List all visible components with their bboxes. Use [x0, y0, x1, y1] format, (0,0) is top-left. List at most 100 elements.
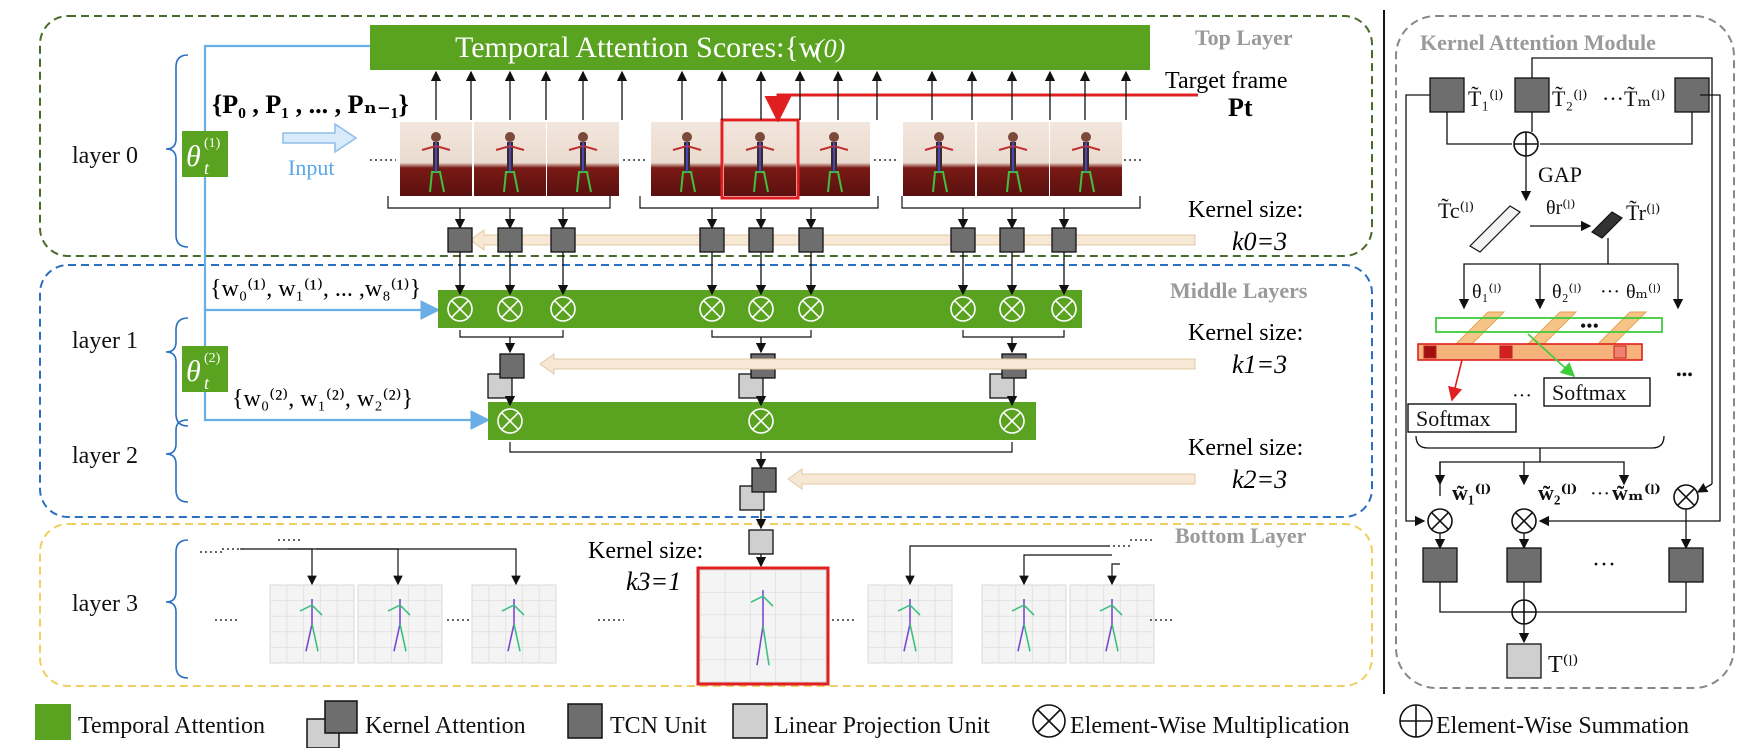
layer1-multiply — [550, 296, 576, 322]
input-label: Input — [288, 155, 334, 180]
kam-branch — [1608, 263, 1684, 310]
kam-multiply-1 — [1427, 508, 1453, 534]
person-head — [934, 132, 944, 142]
multiply-stroke — [501, 300, 519, 318]
pose-leg — [399, 623, 407, 652]
multiply-stroke — [451, 300, 469, 318]
kam-red-cell — [1499, 345, 1513, 359]
theta-1-symbol: θ — [186, 140, 201, 173]
kernel-size-0-value: k0=3 — [1232, 227, 1287, 256]
target-frame-label: Target frame — [1165, 68, 1287, 94]
multiply-stroke — [703, 300, 721, 318]
kam-line — [1439, 582, 1512, 613]
target-frame-highlight — [720, 118, 800, 200]
legend-linear-label: Linear Projection Unit — [774, 713, 990, 739]
multiply-circle — [550, 296, 576, 322]
kam-branch — [1458, 238, 1609, 310]
kam-tr-label: T̃r⁽ˡ⁾ — [1626, 200, 1660, 225]
legend-kernel-label: Kernel Attention — [365, 713, 526, 739]
layer-2-label: layer 2 — [72, 443, 138, 469]
pose-input-arrow — [1107, 563, 1120, 586]
video-frame-7 — [977, 122, 1049, 196]
kam-t1-label: T̃₁⁽ˡ⁾ — [1468, 86, 1504, 111]
kam-softmax-arrow-green — [1527, 333, 1576, 378]
person-head — [682, 132, 692, 142]
middle-layers-box — [39, 264, 1373, 518]
multiply-stroke — [1003, 412, 1021, 430]
kam-tcn-dots: ··· — [1592, 552, 1616, 578]
layer3-projection — [748, 529, 774, 555]
kam-dots-label: ··· — [1602, 86, 1624, 111]
layer1-bracket — [962, 330, 1065, 338]
multiply-stroke — [954, 300, 972, 318]
theta-1-sup: (1) — [204, 136, 221, 151]
theta-1-box — [182, 131, 228, 177]
frame-bracket — [901, 196, 1141, 209]
kam-wdots-label: ··· — [1590, 483, 1610, 505]
layer0-tcn — [1051, 227, 1077, 253]
kernel-size-3-label: Kernel size: — [588, 538, 703, 564]
multiply-circle — [447, 296, 473, 322]
layer0-tcn — [950, 227, 976, 253]
kernel-attention-module: T̃₁⁽ˡ⁾T̃₂⁽ˡ⁾···T̃ₘ⁽ˡ⁾GAPT̃c⁽ˡ⁾θr⁽ˡ⁾T̃r⁽ˡ… — [1405, 57, 1721, 679]
theta-2-box — [182, 346, 228, 392]
kam-line — [1540, 112, 1693, 145]
pose-arms — [750, 595, 774, 607]
video-frame-8 — [1050, 122, 1122, 196]
kam-out-tcn-m — [1668, 547, 1704, 583]
multiply-circle — [950, 296, 976, 322]
kernel-size-1-label: Kernel size: — [1188, 320, 1303, 346]
layer1-multiply — [748, 296, 774, 322]
kam-title: Kernel Attention Module — [1420, 30, 1656, 55]
video-frame-4 — [724, 122, 796, 196]
kam-softmax-arrow-red — [1448, 359, 1463, 402]
layer-1-weights: {w₀⁽¹⁾, w₁⁽¹⁾, ... ,w₈⁽¹⁾} — [210, 276, 421, 302]
legend-linear-swatch — [732, 703, 768, 739]
layer1-multiply — [950, 296, 976, 322]
person-head — [829, 132, 839, 142]
banner-text: Temporal Attention Scores:{w — [455, 31, 821, 64]
legend-tcn-label: TCN Unit — [610, 713, 707, 739]
legend-tcn-swatch — [567, 703, 603, 739]
kam-sum-1 — [1513, 131, 1539, 157]
kernel-size-3-value: k3=1 — [626, 567, 681, 596]
input-set: {P₀ , P₁ , ... , Pₙ₋₁} — [212, 90, 409, 119]
layer1-bracket — [459, 330, 564, 338]
kam-red-cell — [1613, 345, 1627, 359]
multiply-circle — [999, 408, 1025, 434]
kam-out-tcn-1 — [1422, 547, 1458, 583]
kernel-size-0-label: Kernel size: — [1188, 197, 1303, 223]
kam-skip-1 — [1405, 94, 1430, 527]
layer-0-label: layer 0 — [72, 143, 138, 169]
video-frame-5 — [798, 122, 870, 196]
layer0-tcn — [699, 227, 725, 253]
pose-arms — [299, 604, 323, 616]
input-arrow — [282, 122, 358, 154]
layer2-multiply — [999, 408, 1025, 434]
layer1-multiply — [497, 296, 523, 322]
kam-softmax-brace — [1415, 435, 1665, 449]
pose-3d-6 — [1069, 584, 1155, 664]
pose-arms — [1011, 604, 1035, 616]
kernel-attention-arrow-2 — [787, 468, 1196, 490]
pose-leg — [513, 623, 521, 652]
kam-skip-2 — [1531, 57, 1713, 484]
kam-tm-label: T̃ₘ⁽ˡ⁾ — [1624, 86, 1665, 111]
legend-sum-label: Element-Wise Summation — [1436, 713, 1689, 739]
target-frame-symbol: Pt — [1228, 93, 1253, 122]
kam-line — [1446, 112, 1512, 145]
person-head — [1008, 132, 1018, 142]
layer1-multiply — [1051, 296, 1077, 322]
kam-gap-label: GAP — [1538, 162, 1582, 187]
kam-dots2-label: ··· — [1600, 281, 1620, 303]
multiply-circle — [748, 408, 774, 434]
layer1-multiply — [447, 296, 473, 322]
layer1-multiply — [798, 296, 824, 322]
multiply-stroke — [501, 412, 519, 430]
middle-layers-title: Middle Layers — [1170, 278, 1308, 303]
kam-skip-m — [1538, 94, 1721, 527]
kam-line — [1536, 582, 1687, 613]
layer0-tcn — [497, 227, 523, 253]
top-layer-box — [39, 15, 1373, 257]
bottom-layer-title: Bottom Layer — [1175, 523, 1307, 548]
